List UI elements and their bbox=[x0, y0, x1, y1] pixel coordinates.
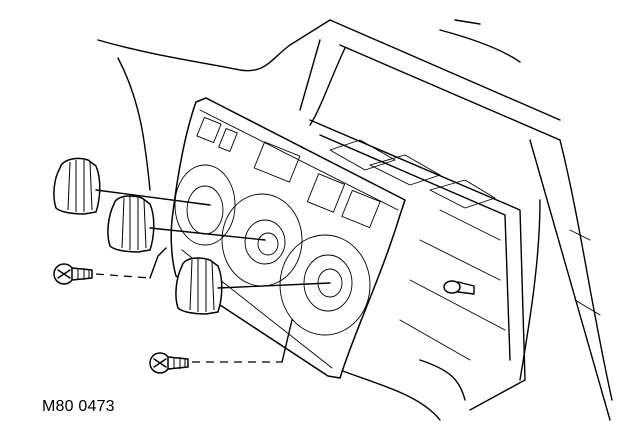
knob-leader-lines bbox=[95, 189, 331, 289]
console-recess bbox=[309, 119, 526, 421]
knob-lower bbox=[175, 257, 223, 315]
knob-upper bbox=[53, 157, 101, 215]
knob-middle bbox=[107, 195, 155, 253]
screw-lower bbox=[149, 319, 293, 374]
dashboard-outline bbox=[97, 19, 613, 421]
stud bbox=[443, 280, 475, 295]
screw-upper bbox=[53, 247, 167, 285]
figure-reference-code: M80 0473 bbox=[42, 398, 115, 415]
